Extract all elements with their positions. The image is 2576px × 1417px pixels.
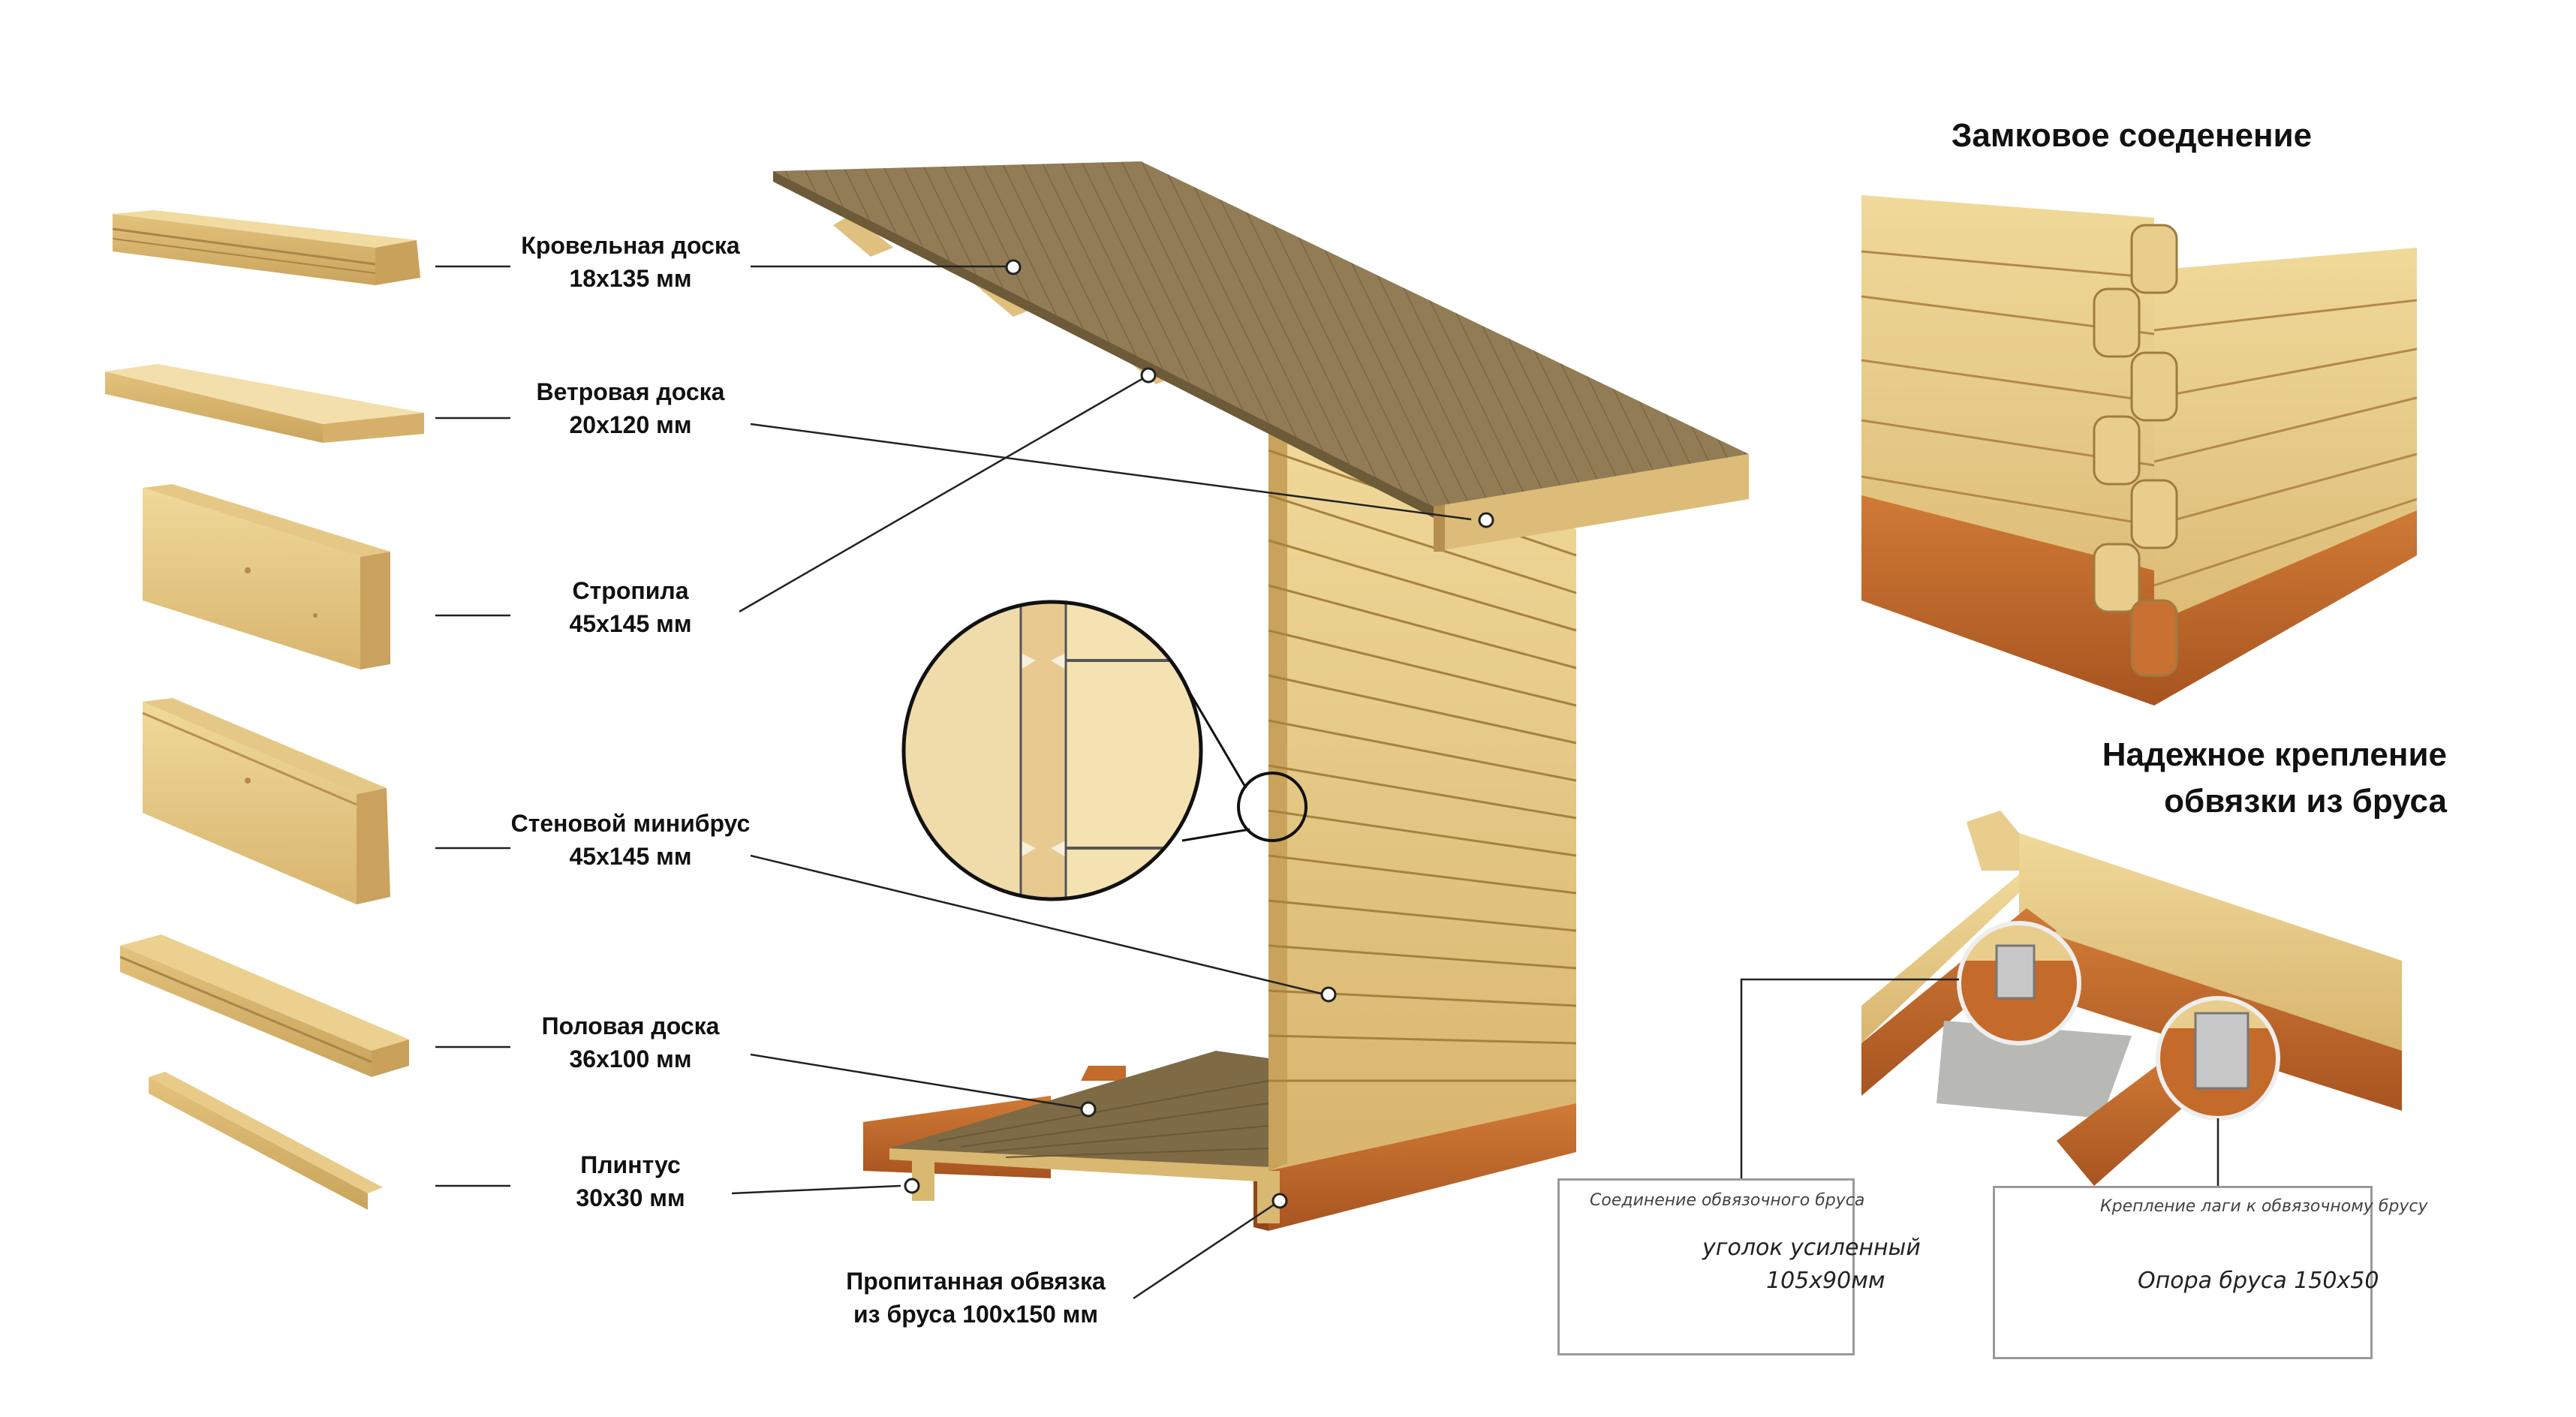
angle-bracket-text1: уголок усиленный <box>1702 1235 1921 1261</box>
angle-bracket-card: Соединение обвязочного бруса уголок усил… <box>1557 1178 1921 1355</box>
label-treated-sill-line1: Пропитанная обвязка <box>846 1268 1106 1295</box>
fastening-zoom-right <box>2156 996 2280 1121</box>
label-plinth: Плинтус 30х30 мм <box>510 1148 751 1214</box>
rafter-piece <box>143 484 390 669</box>
lock-joint-title-text: Замковое соеденение <box>1951 117 2313 154</box>
label-wall-minibeam-size: 45х145 мм <box>569 843 692 870</box>
beam-support-text: Опора бруса 150х50 <box>2138 1268 2379 1294</box>
fastening-illustration <box>1861 811 2402 1186</box>
beam-support-card: Крепление лаги к обвязочному брусу Опора… <box>1993 1186 2428 1359</box>
angle-bracket-text2: 105х90мм <box>1766 1268 1885 1294</box>
label-wall-minibeam-name: Стеновой минибрус <box>510 810 751 837</box>
fastening-title-line2: обвязки из бруса <box>2164 783 2447 820</box>
label-treated-sill-line2: из бруса 100х150 мм <box>853 1301 1099 1328</box>
label-floor-board: Половая доска 36х100 мм <box>510 1009 751 1076</box>
beam-support-caption: Крепление лаги к обвязочному брусу <box>2100 1197 2428 1216</box>
roof-board-piece <box>112 210 420 285</box>
roof <box>773 161 1749 552</box>
fastening-zoom-left <box>1957 921 2081 1045</box>
label-roof-board: Кровельная доска 18х135 мм <box>510 229 751 295</box>
wall-joint-zoom <box>901 600 1308 901</box>
label-rafter-size: 45х145 мм <box>569 610 692 637</box>
wind-board-piece <box>105 364 424 443</box>
lock-corner-illustration <box>1861 195 2418 705</box>
wall-minibeam-piece <box>142 698 390 904</box>
center-leader-lines <box>731 265 1472 1300</box>
angle-bracket-caption: Соединение обвязочного бруса <box>1590 1191 1865 1210</box>
label-wind-board-name: Ветровая доска <box>536 378 725 405</box>
label-rafter: Стропила 45х145 мм <box>510 574 751 640</box>
label-roof-board-name: Кровельная доска <box>521 232 740 259</box>
label-wind-board-size: 20х120 мм <box>569 411 692 438</box>
fastening-title-line1: Надежное крепление <box>2102 736 2447 773</box>
callout-dots <box>904 259 1494 1209</box>
lock-joint-title: Замковое соеденение <box>1891 113 2372 159</box>
label-roof-board-size: 18х135 мм <box>569 265 692 292</box>
fastening-leader-lines <box>1740 978 2219 1186</box>
label-floor-board-name: Половая доска <box>541 1012 720 1039</box>
label-rafter-name: Стропила <box>572 577 689 604</box>
label-floor-board-size: 36х100 мм <box>569 1045 692 1073</box>
label-wall-minibeam: Стеновой минибрус 45х145 мм <box>488 807 773 873</box>
label-plinth-size: 30х30 мм <box>576 1184 685 1211</box>
left-leader-lines <box>435 265 510 1187</box>
wall <box>1268 420 1577 1171</box>
floor-board-piece <box>119 934 409 1077</box>
floor <box>863 1051 1280 1223</box>
label-wind-board: Ветровая доска 20х120 мм <box>510 375 751 441</box>
fastening-title: Надежное крепление обвязки из бруса <box>1982 732 2447 825</box>
label-plinth-name: Плинтус <box>580 1151 681 1178</box>
plinth-piece <box>149 1072 383 1210</box>
label-treated-sill: Пропитанная обвязка из бруса 100х150 мм <box>811 1265 1141 1331</box>
